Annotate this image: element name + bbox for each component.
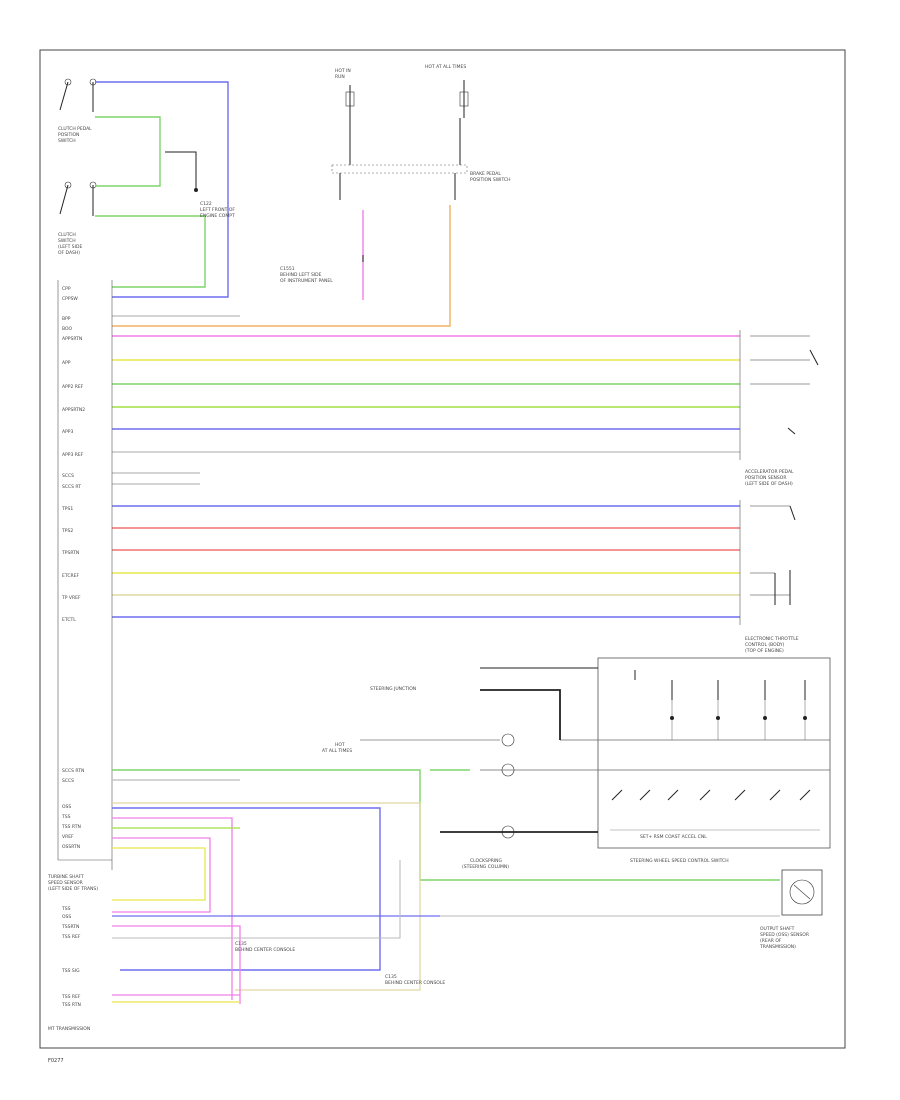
svg-text:LEFT FRONT OF: LEFT FRONT OF: [200, 207, 235, 213]
steering-switch-area: SET+ RSM COAST ACCEL CNL STEERING WHEEL …: [322, 657, 831, 870]
svg-text:APP: APP: [62, 360, 71, 366]
svg-text:CPP: CPP: [62, 286, 71, 292]
svg-text:BOO: BOO: [62, 326, 73, 332]
svg-text:BRAKE PEDAL: BRAKE PEDAL: [470, 171, 501, 177]
svg-text:STEERING WHEEL SPEED CONTROL S: STEERING WHEEL SPEED CONTROL SWITCH: [630, 858, 729, 864]
svg-text:TPS2: TPS2: [61, 528, 73, 534]
svg-text:BEHIND CENTER CONSOLE: BEHIND CENTER CONSOLE: [235, 947, 295, 953]
svg-text:SCCS: SCCS: [62, 473, 74, 479]
svg-text:MT TRANSMISSION: MT TRANSMISSION: [48, 1026, 90, 1032]
svg-text:CONTROL (BODY): CONTROL (BODY): [745, 642, 785, 648]
svg-text:OUTPUT SHAFT: OUTPUT SHAFT: [760, 926, 795, 932]
svg-text:C135: C135: [235, 941, 247, 947]
svg-text:OSS: OSS: [62, 804, 71, 810]
svg-text:VREF: VREF: [62, 834, 74, 840]
svg-text:SCCS RT: SCCS RT: [62, 484, 81, 490]
svg-text:HOT: HOT: [335, 742, 345, 748]
left-pin-labels: CPP CPPSW BPP BOO APPSRTN APP APP2 REF A…: [61, 286, 85, 850]
svg-text:HOT IN: HOT IN: [335, 68, 351, 74]
svg-text:POSITION SWITCH: POSITION SWITCH: [470, 177, 511, 183]
svg-text:OF DASH): OF DASH): [58, 250, 80, 256]
diagram-border: [39, 49, 846, 1049]
svg-text:(TOP OF ENGINE): (TOP OF ENGINE): [745, 648, 784, 654]
svg-text:TSS REF: TSS REF: [61, 994, 81, 1000]
svg-text:C122: C122: [200, 201, 212, 207]
svg-text:APPSRTN: APPSRTN: [62, 336, 82, 342]
svg-text:TSS RTN: TSS RTN: [61, 1002, 81, 1008]
svg-text:HOT AT ALL TIMES: HOT AT ALL TIMES: [425, 64, 466, 70]
svg-text:C1551: C1551: [280, 266, 295, 272]
svg-text:TPS1: TPS1: [61, 506, 73, 512]
svg-text:SPEED (OSS) SENSOR: SPEED (OSS) SENSOR: [760, 932, 809, 938]
svg-text:SWITCH: SWITCH: [58, 138, 76, 144]
svg-text:ETCREF: ETCREF: [62, 573, 79, 579]
svg-text:RUN: RUN: [335, 74, 345, 80]
svg-text:(STEERING COLUMN): (STEERING COLUMN): [462, 864, 509, 870]
svg-text:ENGINE COMPT: ENGINE COMPT: [200, 213, 235, 219]
lower-left-labels: TURBINE SHAFT SPEED SENSOR (LEFT SIDE OF…: [47, 874, 445, 1032]
svg-text:APP3: APP3: [62, 429, 74, 435]
svg-text:TSS: TSS: [61, 906, 71, 912]
svg-text:OSS: OSS: [62, 914, 71, 920]
svg-text:ELECTRONIC THROTTLE: ELECTRONIC THROTTLE: [745, 636, 799, 642]
svg-text:C135: C135: [385, 974, 397, 980]
svg-text:(LEFT SIDE: (LEFT SIDE: [58, 244, 82, 250]
svg-text:(LEFT SIDE OF DASH): (LEFT SIDE OF DASH): [745, 481, 793, 487]
svg-text:(LEFT SIDE OF TRANS): (LEFT SIDE OF TRANS): [48, 886, 98, 892]
svg-text:(REAR OF: (REAR OF: [760, 938, 782, 944]
footer-code: F0277: [48, 1058, 64, 1064]
svg-text:TPSRTN: TPSRTN: [61, 550, 79, 556]
svg-text:APP3 REF: APP3 REF: [62, 452, 84, 458]
svg-text:SCCS RTN: SCCS RTN: [62, 768, 84, 774]
brake-switch-group: HOT IN RUN HOT AT ALL TIMES BRAKE PEDAL …: [331, 64, 511, 200]
svg-text:POSITION: POSITION: [58, 132, 79, 138]
lower-wires: [112, 802, 780, 1004]
svg-text:TSS SIG: TSS SIG: [61, 968, 80, 974]
svg-text:CLUTCH: CLUTCH: [58, 232, 76, 238]
svg-text:OSSRTN: OSSRTN: [62, 844, 80, 850]
svg-text:TSSRTN: TSSRTN: [61, 924, 79, 930]
svg-text:TRANSMISSION): TRANSMISSION): [759, 944, 796, 950]
svg-text:TSS RTN: TSS RTN: [61, 824, 81, 830]
svg-text:STEERING JUNCTION: STEERING JUNCTION: [370, 686, 416, 692]
svg-text:POSITION SENSOR: POSITION SENSOR: [745, 475, 786, 481]
svg-text:OF INSTRUMENT PANEL: OF INSTRUMENT PANEL: [280, 278, 333, 284]
svg-text:TURBINE SHAFT: TURBINE SHAFT: [47, 874, 84, 880]
svg-text:CPPSW: CPPSW: [62, 296, 78, 302]
clutch-switch-group: CLUTCH PEDAL POSITION SWITCH CLUTCH SWIT…: [58, 78, 97, 256]
svg-text:SET+ RSM COAST ACCEL CNL: SET+ RSM COAST ACCEL CNL: [640, 834, 707, 840]
svg-text:BEHIND CENTER CONSOLE: BEHIND CENTER CONSOLE: [385, 980, 445, 986]
svg-text:APPSRTN2: APPSRTN2: [62, 407, 85, 413]
svg-text:BPP: BPP: [62, 316, 71, 322]
svg-text:BEHIND LEFT SIDE: BEHIND LEFT SIDE: [280, 272, 322, 278]
wire-bus: [112, 315, 740, 618]
svg-text:SPEED SENSOR: SPEED SENSOR: [48, 880, 83, 886]
right-terminals: ACCELERATOR PEDAL POSITION SENSOR (LEFT …: [739, 330, 819, 654]
svg-text:APP2 REF: APP2 REF: [62, 384, 84, 390]
output-shaft-speed-sensor: OUTPUT SHAFT SPEED (OSS) SENSOR (REAR OF…: [759, 869, 823, 950]
svg-text:TP VREF: TP VREF: [61, 595, 81, 601]
svg-text:ETCTL: ETCTL: [62, 617, 76, 623]
svg-text:SCCS: SCCS: [62, 778, 74, 784]
svg-text:ACCELERATOR PEDAL: ACCELERATOR PEDAL: [745, 469, 794, 475]
svg-text:CLOCKSPRING: CLOCKSPRING: [470, 858, 503, 864]
svg-text:CLUTCH PEDAL: CLUTCH PEDAL: [58, 126, 92, 132]
svg-text:TSS REF: TSS REF: [61, 934, 81, 940]
svg-text:TSS: TSS: [61, 814, 71, 820]
svg-text:SWITCH: SWITCH: [58, 238, 76, 244]
svg-text:AT ALL TIMES: AT ALL TIMES: [322, 748, 352, 754]
